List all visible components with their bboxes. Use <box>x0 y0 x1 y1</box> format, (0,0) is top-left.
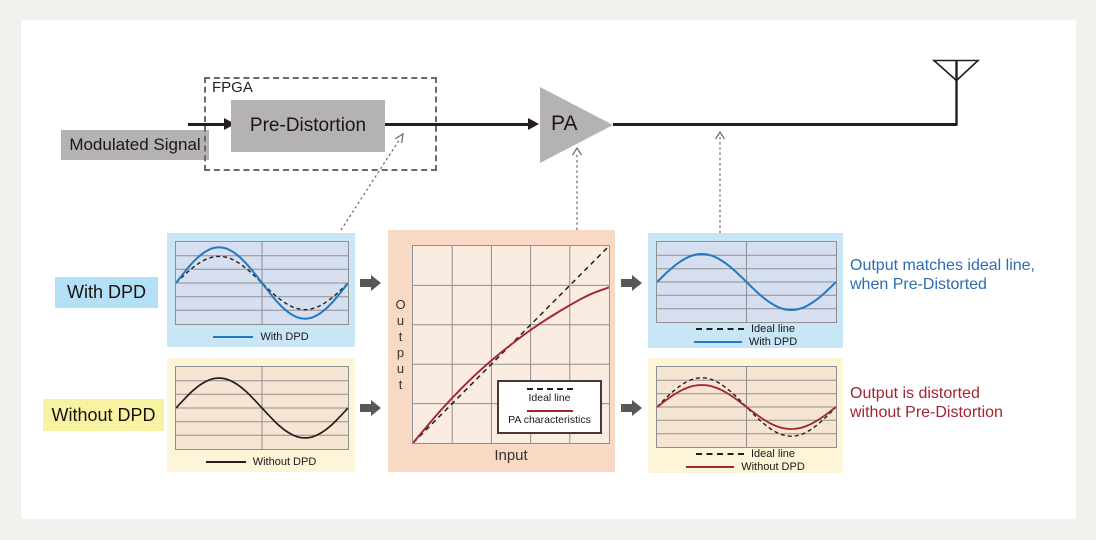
legend-label-ideal: Ideal line <box>528 392 571 405</box>
plot-area-input-with-dpd <box>175 241 349 325</box>
legend-label: Without DPD <box>252 456 317 468</box>
legend-output-with-dpd-ideal: Ideal line <box>648 323 843 335</box>
legend-label: With DPD <box>748 336 798 348</box>
with-dpd-label: With DPD <box>55 277 158 308</box>
legend-output-without-dpd: Without DPD <box>648 461 843 473</box>
annotation-line: Output is distorted <box>850 385 980 402</box>
legend-label-pa: PA characteristics <box>508 414 591 427</box>
legend-output-without-dpd-ideal: Ideal line <box>648 448 843 460</box>
annotation-with-dpd: Output matches ideal line, when Pre-Dist… <box>850 256 1086 294</box>
annotation-line: Output matches ideal line, <box>850 257 1035 274</box>
plot-panel-pa-transfer: Output Input Ideal line PA characteristi… <box>388 230 615 472</box>
chart-output-with-dpd <box>657 242 836 322</box>
wire-predistortion-to-pa <box>385 123 528 126</box>
legend-line-sample-dashed <box>695 328 744 330</box>
legend-line-sample-blue <box>693 341 742 343</box>
plot-area-output-with-dpd <box>656 241 837 323</box>
legend-line-sample-dark <box>205 461 246 463</box>
arrowhead-into-predistortion <box>224 118 235 130</box>
without-dpd-label: Without DPD <box>43 399 164 431</box>
y-axis-label-output: Output <box>393 296 408 393</box>
wire-pa-to-antenna <box>613 123 957 126</box>
chart-pa-transfer <box>413 246 609 443</box>
legend-label: Without DPD <box>741 461 805 473</box>
legend-label: Ideal line <box>750 323 796 335</box>
x-axis-label-input: Input <box>494 447 528 464</box>
plot-area-input-without-dpd <box>175 366 349 450</box>
legend-label: Ideal line <box>750 448 796 460</box>
modulated-signal-box: Modulated Signal <box>61 130 209 160</box>
chart-input-with-dpd <box>176 242 348 324</box>
annotation-line: when Pre-Distorted <box>850 276 987 293</box>
plot-panel-output-with-dpd: Ideal line With DPD <box>648 233 843 348</box>
chart-output-without-dpd <box>657 367 836 447</box>
plot-panel-input-with-dpd: With DPD <box>167 233 355 347</box>
legend-line-sample-blue <box>213 336 254 338</box>
legend-line-sample-dashed <box>695 453 744 455</box>
legend-input-with-dpd: With DPD <box>167 331 355 343</box>
legend-pa-transfer: Ideal line PA characteristics <box>497 380 602 434</box>
right-arrow-icon <box>360 275 381 291</box>
annotation-without-dpd: Output is distorted without Pre-Distorti… <box>850 384 1086 422</box>
chart-input-without-dpd <box>176 367 348 449</box>
right-arrow-icon <box>621 275 642 291</box>
wire-modsignal-to-predistortion <box>188 123 224 126</box>
plot-panel-output-without-dpd: Ideal line Without DPD <box>648 358 843 473</box>
fpga-label: FPGA <box>212 79 253 96</box>
pre-distortion-label: Pre-Distortion <box>249 115 367 136</box>
right-arrow-icon <box>360 400 381 416</box>
legend-line-sample-dashed <box>526 387 573 390</box>
legend-line-sample-red <box>686 466 735 468</box>
pa-label: PA <box>551 112 578 135</box>
annotation-line: without Pre-Distortion <box>850 404 1003 421</box>
plot-area-output-without-dpd <box>656 366 837 448</box>
legend-output-with-dpd: With DPD <box>648 336 843 348</box>
arrowhead-into-pa <box>528 118 539 130</box>
legend-label: With DPD <box>260 331 309 343</box>
pre-distortion-box: Pre-Distortion <box>231 100 385 152</box>
right-arrow-icon <box>621 400 642 416</box>
legend-input-without-dpd: Without DPD <box>167 456 355 468</box>
modulated-signal-label: Modulated Signal <box>69 135 201 154</box>
legend-line-sample-red <box>526 409 573 412</box>
plot-panel-input-without-dpd: Without DPD <box>167 358 355 472</box>
